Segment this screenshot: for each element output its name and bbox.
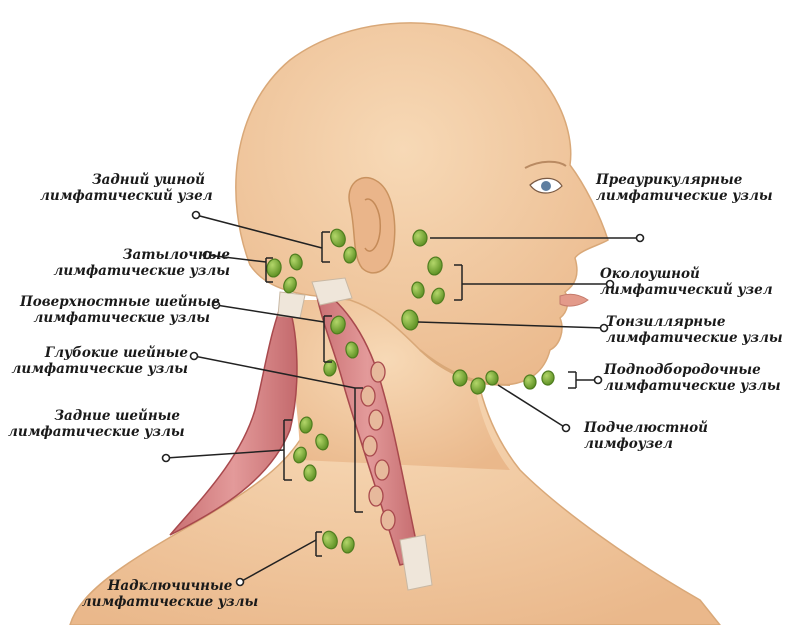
label-posterior-auricular: Задний ушной лимфатический узел [40,172,213,204]
leader-dot [605,279,615,289]
leader-dot [191,210,201,220]
label-tonsillar: Тонзиллярные лимфатические узлы [606,314,783,346]
lymph-node [330,228,346,248]
lymph-node [427,256,443,276]
lymph-node [411,281,425,299]
lymph-node [283,276,297,294]
leader-dot [189,351,199,361]
leader-deep [193,355,356,389]
trapezius-muscle [169,293,298,536]
lymph-node [299,416,313,434]
leader-posterior-auricular [195,214,323,249]
deep-node-outline [368,409,384,431]
label-preauricular: Преаурикулярные лимфатические узлы [596,172,773,204]
leader-posterior-cervical [165,449,285,459]
label-occipital: Затылочные лимфатические узлы [53,247,230,279]
lymph-node [523,374,537,390]
lymph-node [266,258,282,278]
lymph-node [315,433,329,451]
leader-dot [235,577,245,587]
label-posterior-cervical: Задние шейные лимфатические узлы [8,408,185,440]
deep-cervical-node-outlines [360,361,396,531]
label-deep-cervical: Глубокие шейные лимфатические узлы [11,345,188,377]
leader-dot [161,453,171,463]
deep-node-outline [374,459,390,481]
label-submental: Подподбородочные лимфатические узлы [604,362,781,394]
leader-submandibular [497,384,567,429]
lymph-node [289,253,303,271]
leader-dot [593,375,603,385]
leader-dot [599,323,609,333]
leader-occipital [206,254,267,263]
deep-node-outline [360,385,376,407]
lymph-node [323,359,337,377]
leader-superficial [215,304,325,323]
lymph-node [303,464,317,482]
leader-dot [202,250,212,260]
lymph-node [345,341,359,359]
lymph-node [431,287,445,305]
leader-tonsillar [417,321,605,329]
lymph-node [541,370,555,386]
lips [559,293,589,307]
lymph-node [412,229,428,247]
label-submandibular: Подчелюстной лимфоузел [584,420,708,452]
leader-supraclavicular [239,539,317,583]
label-superficial-cervical: Поверхностные шейные лимфатические узлы [20,294,220,326]
lymph-node [343,246,357,264]
label-parotid: Околоушной лимфатический узел [600,266,773,298]
lymph-node [485,370,499,386]
lymph-node [293,446,307,464]
lymph-node [470,377,486,395]
deep-node-outline [370,361,386,383]
deep-node-outline [380,509,396,531]
lymph-node [330,315,346,335]
lymph-node [341,536,355,554]
lymph-node [452,369,468,387]
deep-node-outline [368,485,384,507]
lymph-node [401,309,419,331]
leader-dot [561,423,571,433]
leader-dot [211,300,221,310]
lymph-nodes [266,228,555,554]
leader-dot [635,233,645,243]
leader-lines [161,210,645,587]
deep-node-outline [362,435,378,457]
label-supraclavicular: Надключичные лимфатические узлы [81,578,259,610]
lymph-node [322,530,338,550]
